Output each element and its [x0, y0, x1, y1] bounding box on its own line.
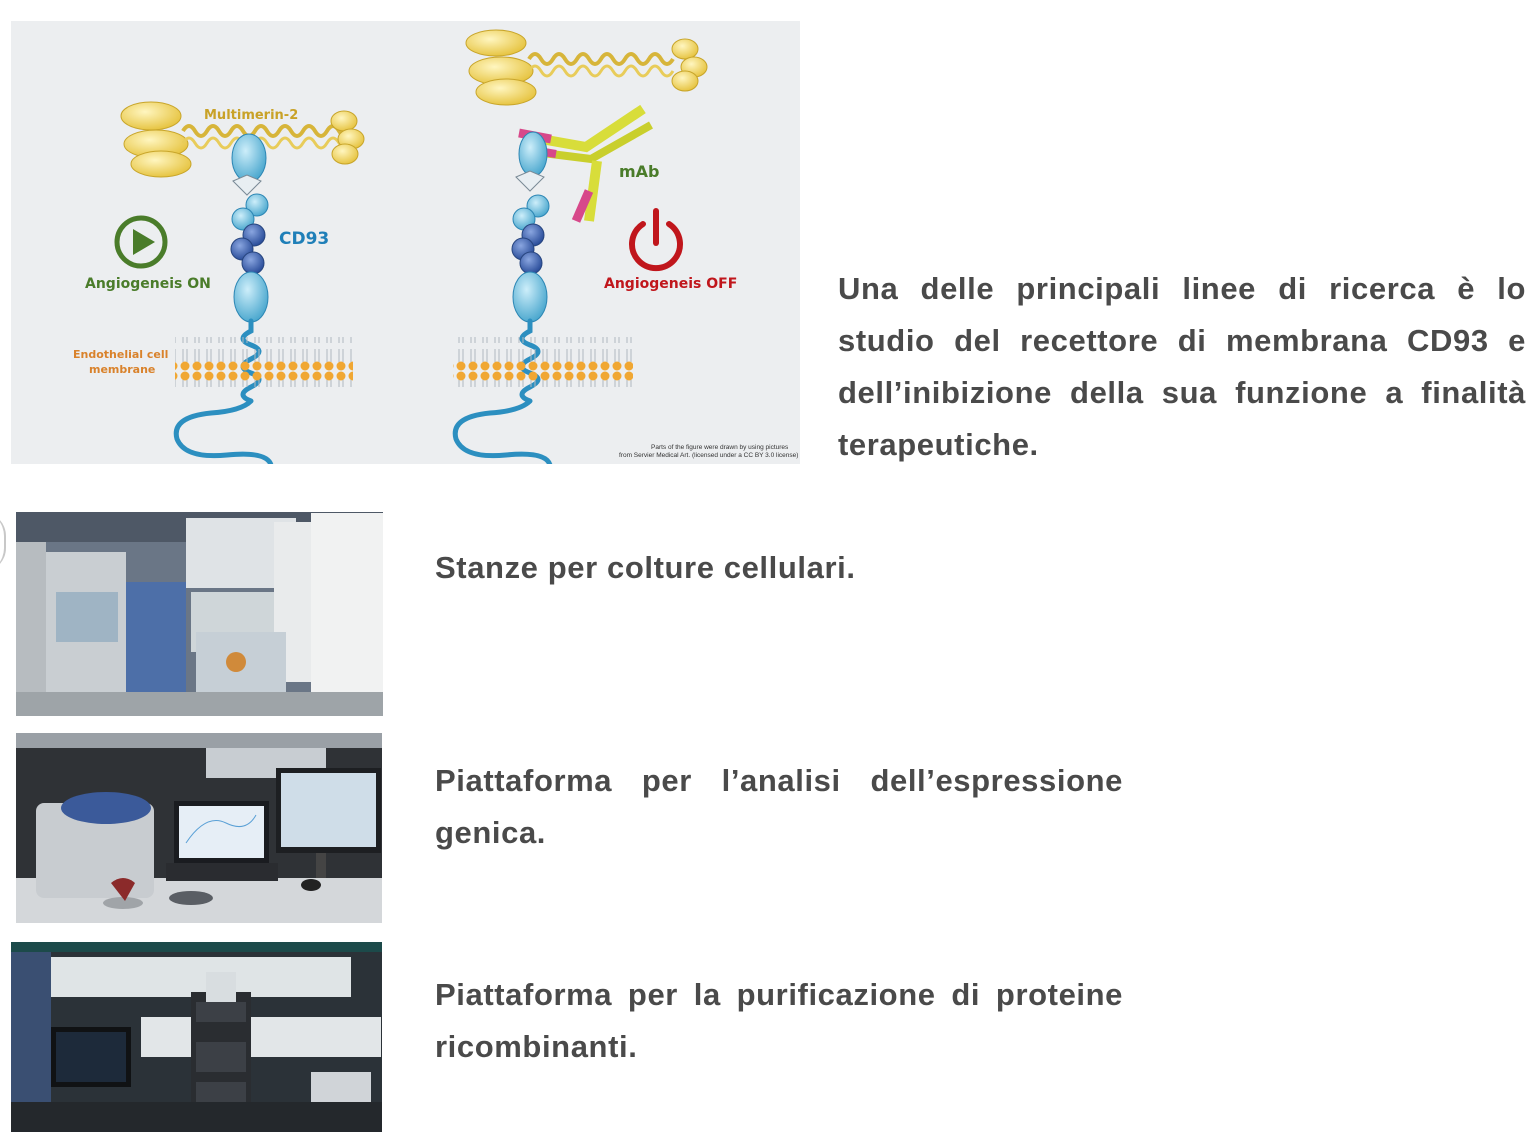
research-description: Una delle principali linee di ricerca è … [838, 271, 1526, 462]
cell-culture-caption: Stanze per colture cellulari. [435, 550, 856, 585]
page-edge-arc [0, 512, 6, 572]
cd93-mechanism-diagram: Multimerin-2 CD93 Angiogeneis ON Endothe… [11, 21, 800, 464]
credit-line-1: Parts of the figure were drawn by using … [651, 444, 789, 451]
membrane-label-1: Endothelial cell [73, 348, 168, 361]
right-multimerin [465, 29, 708, 106]
right-membrane [453, 337, 633, 387]
cell-culture-room-photo [16, 512, 383, 716]
protein-purification-photo [11, 942, 382, 1132]
left-multimerin [120, 101, 365, 178]
power-off-icon [629, 208, 683, 272]
protein-purification-caption: Piattaforma per la purificazione di prot… [435, 977, 1123, 1064]
cd93-label: CD93 [279, 229, 329, 249]
membrane-label-2: membrane [89, 363, 155, 376]
right-cd93 [452, 131, 553, 464]
left-membrane [175, 337, 353, 387]
credit-line-2: from Servier Medical Art. (licensed unde… [619, 452, 798, 459]
play-icon [114, 215, 168, 269]
multimerin-label: Multimerin-2 [204, 108, 298, 123]
gene-expression-caption: Piattaforma per l’analisi dell’espressio… [435, 763, 1123, 850]
mab-label: mAb [619, 162, 660, 181]
gene-expression-photo [16, 733, 382, 923]
angiogenesis-off-label: Angiogeneis OFF [604, 276, 737, 292]
left-cd93 [173, 133, 274, 464]
angiogenesis-on-label: Angiogeneis ON [85, 276, 211, 292]
